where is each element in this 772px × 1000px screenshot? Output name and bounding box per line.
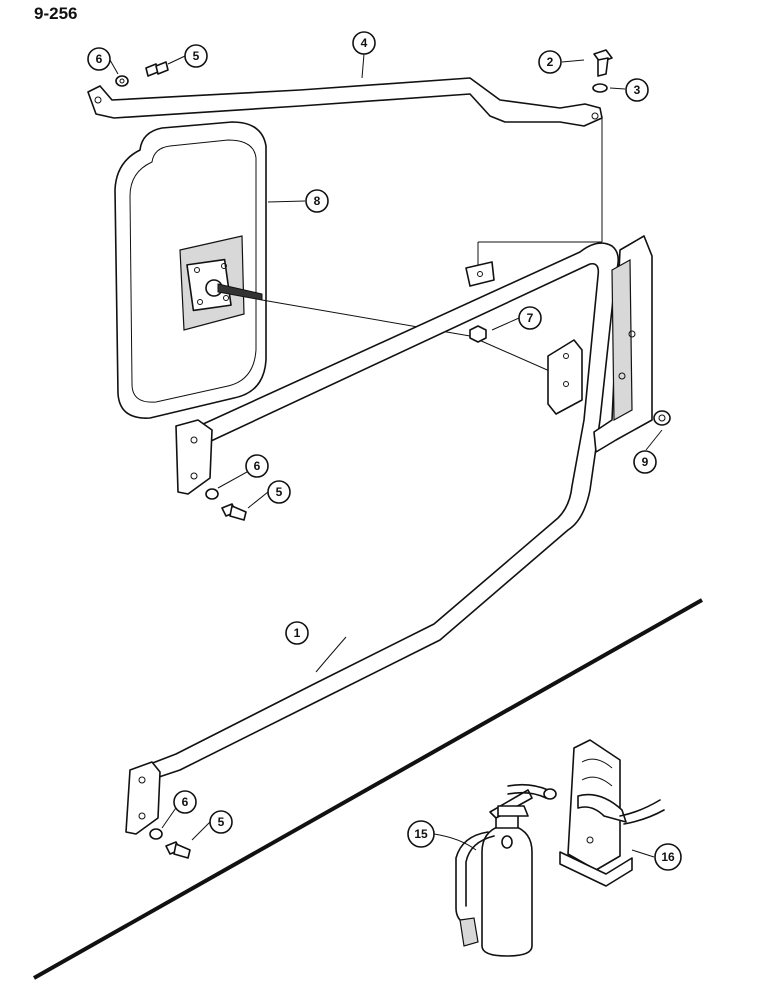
callout-1: 1 xyxy=(285,621,309,645)
fire-extinguisher xyxy=(455,789,533,957)
svg-text:5: 5 xyxy=(218,815,225,829)
svg-text:6: 6 xyxy=(254,459,261,473)
callout-4: 4 xyxy=(352,31,376,55)
section-divider xyxy=(33,598,703,980)
svg-text:3: 3 xyxy=(634,83,641,97)
svg-text:7: 7 xyxy=(527,311,534,325)
callout-5-upper: 5 xyxy=(184,44,208,68)
svg-text:15: 15 xyxy=(414,827,428,841)
callout-6-upper: 6 xyxy=(87,47,111,71)
svg-text:6: 6 xyxy=(96,52,103,66)
callout-6-lower: 6 xyxy=(173,790,197,814)
callout-8: 8 xyxy=(305,189,329,213)
page-number: 9-256 xyxy=(34,4,78,23)
svg-text:2: 2 xyxy=(547,55,554,69)
hardware xyxy=(115,49,671,859)
callout-9: 9 xyxy=(633,450,657,474)
upper-brace xyxy=(87,77,603,127)
svg-text:1: 1 xyxy=(294,626,301,640)
cab-bracket xyxy=(547,235,653,453)
extinguisher-bracket xyxy=(507,739,665,887)
callout-5-lower: 5 xyxy=(209,810,233,834)
svg-text:5: 5 xyxy=(276,485,283,499)
callout-5-middle: 5 xyxy=(267,480,291,504)
callout-15: 15 xyxy=(407,820,435,848)
callout-16: 16 xyxy=(654,843,682,871)
callout-7: 7 xyxy=(518,306,542,330)
svg-text:8: 8 xyxy=(314,194,321,208)
callout-3: 3 xyxy=(625,78,649,102)
svg-text:4: 4 xyxy=(361,36,368,50)
mirror xyxy=(114,121,267,419)
leader-lines xyxy=(109,53,663,858)
callout-2: 2 xyxy=(538,50,562,74)
svg-text:16: 16 xyxy=(661,850,675,864)
svg-text:6: 6 xyxy=(182,795,189,809)
svg-text:5: 5 xyxy=(193,49,200,63)
mirror-arm xyxy=(125,242,620,835)
svg-text:9: 9 xyxy=(642,455,649,469)
callout-6-middle: 6 xyxy=(245,454,269,478)
